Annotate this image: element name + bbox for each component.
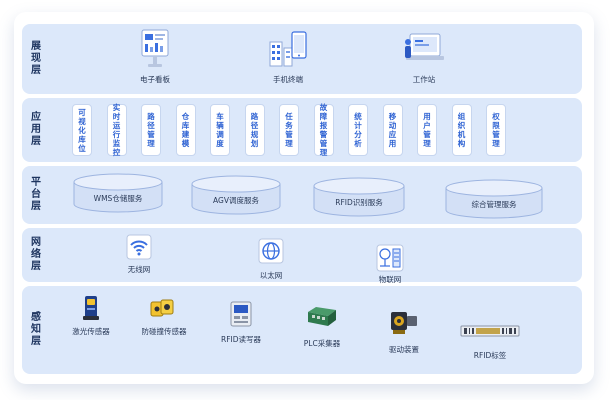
dashboard-label: 电子看板 [140, 75, 170, 84]
application-module: 任务管理 [279, 104, 299, 156]
drive-unit-label: 驱动装置 [389, 345, 419, 354]
drive-unit-icon [391, 312, 417, 334]
integrated-management-label: 综合管理服务 [471, 200, 517, 209]
agv-service-label: AGV调度服务 [213, 196, 259, 205]
wms-service-label: WMS仓储服务 [93, 194, 143, 203]
application-module: 车辆调度 [210, 104, 230, 156]
application-layer-label: 应 用 层 [31, 112, 41, 147]
integrated-management-cylinder: 综合管理服务 [444, 178, 544, 222]
wireless-network-label: 无线网 [127, 265, 151, 274]
presentation-layer: 展 现 层 电子看板 手机终端 工作站 [22, 24, 582, 94]
iot-network-label: 物联网 [378, 275, 402, 284]
rfid-reader-icon [230, 301, 252, 327]
application-module: 移动应用 [382, 104, 403, 156]
perception-layer: 感 知 层 激光传感器 防碰撞传感器 RFID读写器 PLC采集器 驱动装置 [22, 286, 582, 374]
rfid-tag-label: RFID标签 [473, 351, 507, 360]
wifi-icon [126, 234, 152, 260]
iot-server-icon [376, 244, 404, 272]
plc-collector-label: PLC采集器 [303, 339, 341, 348]
rfid-reader-label: RFID读写器 [220, 335, 261, 344]
application-module: 统计分析 [348, 104, 368, 156]
mobile-terminal-label: 手机终端 [273, 75, 303, 84]
anti-collision-sensor-icon [150, 299, 174, 317]
application-module: 路径规划 [244, 104, 265, 156]
rfid-tag-icon [460, 325, 520, 337]
agv-service-cylinder: AGV调度服务 [190, 174, 282, 218]
dashboard-icon [141, 29, 169, 67]
application-module: 组织机构 [451, 104, 472, 156]
globe-icon [258, 238, 284, 264]
anti-collision-sensor-label: 防碰撞传感器 [141, 327, 187, 336]
network-layer-label: 网 络 层 [31, 237, 41, 272]
rfid-service-label: RFID识别服务 [335, 198, 383, 207]
wms-service-cylinder: WMS仓储服务 [72, 172, 164, 216]
application-module: 用户管理 [417, 104, 437, 156]
workstation-icon [405, 33, 444, 60]
application-module: 仓库建模 [175, 104, 196, 156]
rfid-service-cylinder: RFID识别服务 [312, 176, 406, 220]
network-layer: 网 络 层 无线网 以太网 物联网 [22, 228, 582, 284]
application-layer: 应 用 层 可视化库位实时运行监控路径管理仓库建模车辆调度路径规划任务管理故障报… [22, 98, 582, 162]
application-module: 权限管理 [486, 104, 506, 156]
workstation-label: 工作站 [412, 75, 436, 84]
application-module: 实时运行监控 [106, 103, 127, 157]
laser-sensor-label: 激光传感器 [72, 327, 110, 336]
application-module: 可视化库位 [72, 104, 92, 156]
platform-layer: 平 台 层 WMS仓储服务 AGV调度服务 RFID识别服务 综合管理服务 [22, 166, 582, 224]
presentation-layer-label: 展 现 层 [31, 41, 41, 76]
application-module: 路径管理 [141, 104, 161, 156]
perception-layer-label: 感 知 层 [31, 312, 41, 347]
application-module: 故障报警管理 [313, 103, 334, 157]
mobile-terminal-icon [269, 31, 307, 67]
laser-sensor-icon [83, 296, 99, 320]
platform-layer-label: 平 台 层 [31, 177, 41, 212]
ethernet-label: 以太网 [259, 271, 283, 280]
plc-collector-icon [308, 307, 336, 326]
